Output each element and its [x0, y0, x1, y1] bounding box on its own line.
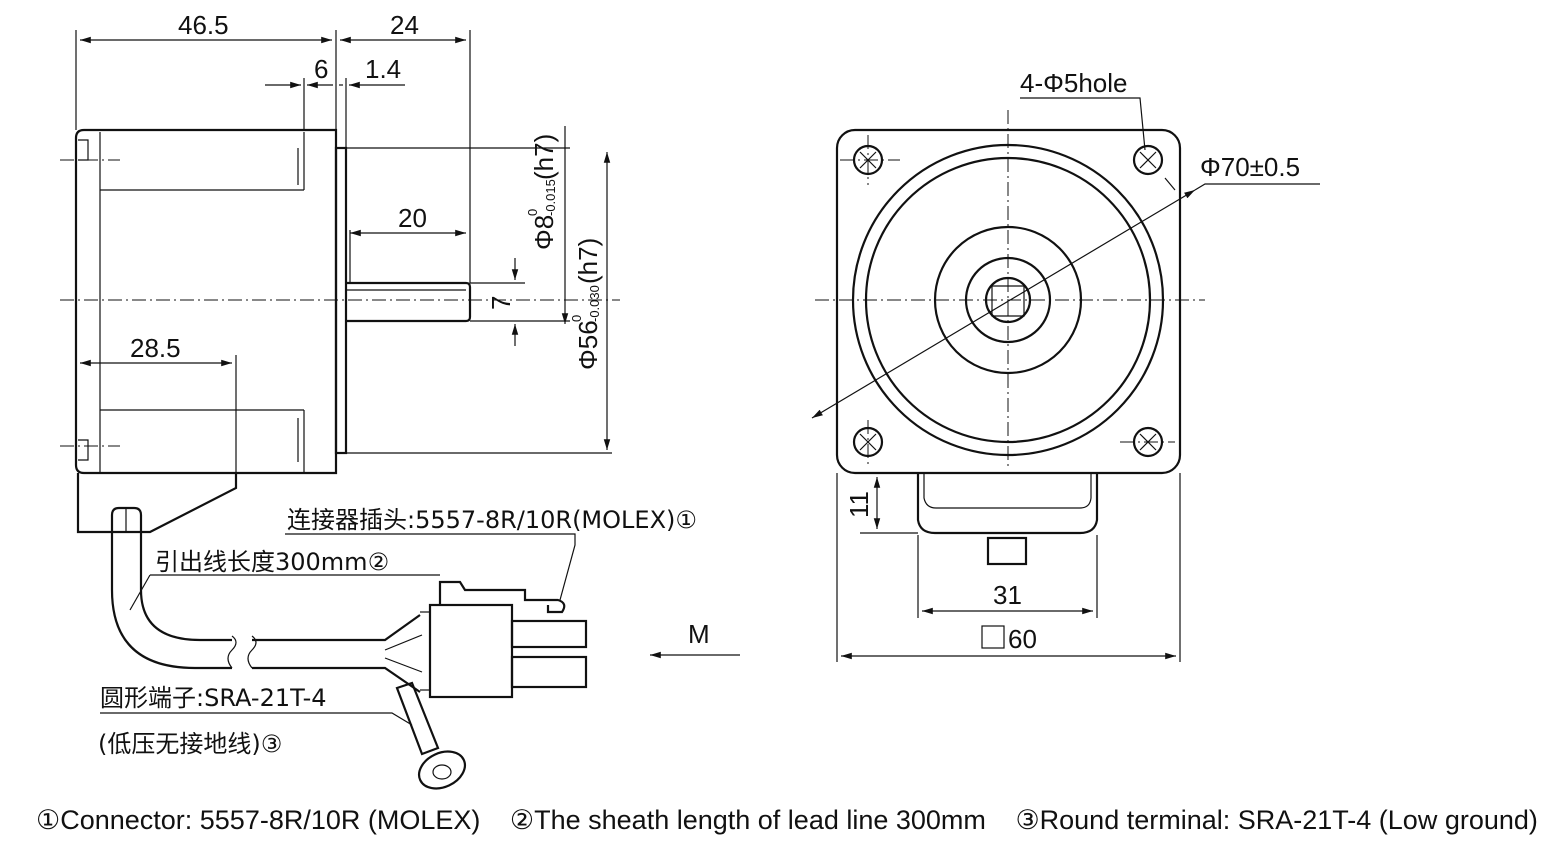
dim-phi56-fit: (h7): [573, 238, 603, 284]
notch-bottom: [78, 439, 89, 461]
holes-leader: [1020, 97, 1146, 151]
connector-pin-block-top: [510, 619, 588, 649]
terminal-sleeve: [395, 681, 440, 756]
dim-46-5: 46.5: [178, 10, 229, 40]
motor-dimension-drawing: 46.5 24 6 1.4 20 28.5 7 Φ8 0 -0.015 (h7)…: [60, 10, 1320, 790]
dim-phi8-tol-upper: 0: [525, 209, 540, 216]
callout-terminal: 圆形端子:SRA-21T-4: [100, 684, 327, 712]
motor-body-outline: [74, 128, 338, 475]
dim-phi8-fit: (h7): [529, 134, 559, 180]
hole-tick: [1164, 177, 1176, 191]
dim-1-4: 1.4: [365, 54, 401, 84]
leader-terminal: [100, 712, 413, 726]
holes-label: 4-Φ5hole: [1020, 68, 1127, 98]
dim-phi56: Φ56: [573, 320, 603, 370]
dim-phi8: Φ8: [529, 215, 559, 250]
connector-pin-block-bottom: [510, 655, 588, 689]
dim-11: 11: [844, 491, 874, 518]
cable-break-left: [227, 635, 237, 669]
pcd-diameter-line: [811, 189, 1196, 419]
dim-phi8-tol-lower: -0.015: [543, 179, 558, 216]
lead-housing: [76, 473, 238, 534]
leader-lead: [129, 574, 151, 611]
wire-2: [384, 657, 423, 673]
dim-6: 6: [314, 54, 328, 84]
terminal-box-inner: [923, 473, 1092, 509]
terminal-box: [916, 473, 1099, 535]
output-shaft: [346, 281, 472, 323]
square-symbol: [981, 625, 1005, 649]
front-view: Φ70±0.5 4-Φ5hole 11 31 60: [811, 68, 1320, 662]
dim-31: 31: [993, 580, 1022, 610]
caption-item-3: ③Round terminal: SRA-21T-4 (Low ground): [1015, 805, 1538, 835]
dim-phi56-tol-lower: -0.030: [587, 285, 602, 322]
pcd-label: Φ70±0.5: [1200, 152, 1300, 182]
caption-item-2: ②The sheath length of lead line 300mm: [509, 805, 986, 835]
view-arrow-label: M: [688, 619, 710, 649]
leader-connector: [285, 533, 576, 601]
wire-1: [384, 634, 423, 651]
pcd-leader: [1194, 183, 1320, 191]
callout-connector: 连接器插头:5557-8R/10R(MOLEX)①: [287, 506, 697, 534]
round-terminal-ring: [417, 750, 467, 790]
callout-lead-length: 引出线长度300mm②: [155, 548, 389, 576]
dim-28-5: 28.5: [130, 333, 181, 363]
lead-cable-outer: [110, 532, 232, 670]
callout-terminal-note: (低压无接地线)③: [98, 730, 282, 758]
lead-stub: [986, 536, 1028, 566]
lead-cable-inner: [139, 532, 232, 642]
round-terminal-hole: [432, 764, 452, 780]
connector-plug: [428, 603, 514, 699]
caption-line: ①Connector: 5557-8R/10R (MOLEX) ②The she…: [36, 805, 1546, 836]
dim-20: 20: [398, 203, 427, 233]
side-view: 46.5 24 6 1.4 20 28.5 7 Φ8 0 -0.015 (h7)…: [60, 10, 740, 790]
dim-60: 60: [1008, 624, 1037, 654]
caption-item-1: ①Connector: 5557-8R/10R (MOLEX): [36, 805, 481, 835]
dim-24: 24: [390, 10, 419, 40]
dim-7: 7: [486, 296, 516, 310]
mount-hole-tr: [1132, 144, 1164, 176]
dim-phi56-tol-upper: 0: [569, 315, 584, 322]
dim-phi56-group: Φ56 0 -0.030 (h7): [569, 238, 603, 370]
connector-latch: [438, 580, 566, 614]
notch-top: [78, 139, 89, 161]
lead-cable-cont-top: [252, 614, 421, 642]
dim-phi8-group: Φ8 0 -0.015 (h7): [525, 134, 559, 250]
